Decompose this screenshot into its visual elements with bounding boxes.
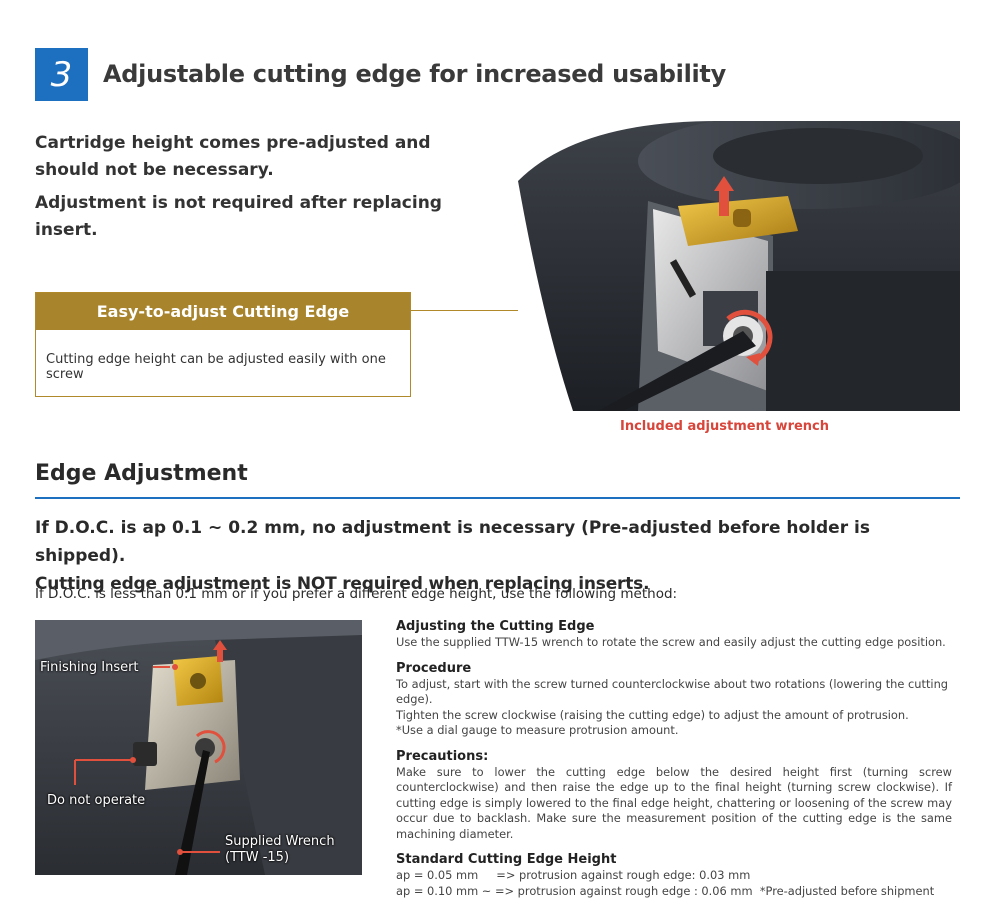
precautions-text: Make sure to lower the cutting edge belo… bbox=[396, 764, 952, 841]
adjustment-details: Adjusting the Cutting Edge Use the suppl… bbox=[396, 618, 952, 908]
standard-height-title: Standard Cutting Edge Height bbox=[396, 852, 617, 867]
procedure-title: Procedure bbox=[396, 660, 472, 676]
callout-title: Easy-to-adjust Cutting Edge bbox=[36, 293, 410, 330]
procedure-block: Procedure To adjust, start with the scre… bbox=[396, 660, 952, 739]
section-title: Edge Adjustment bbox=[35, 461, 248, 486]
adjusting-text: Use the supplied TTW-15 wrench to rotate… bbox=[396, 635, 946, 649]
standard-height-row-1: ap = 0.05 mm => protrusion against rough… bbox=[396, 868, 751, 882]
label-wrench-line-2: (TTW -15) bbox=[225, 850, 290, 865]
label-do-not-operate: Do not operate bbox=[47, 793, 146, 808]
intro-text: Cartridge height comes pre-adjusted and … bbox=[35, 130, 465, 244]
procedure-step-1: To adjust, start with the screw turned c… bbox=[396, 676, 949, 707]
adjusting-block: Adjusting the Cutting Edge Use the suppl… bbox=[396, 618, 952, 651]
precautions-block: Precautions: Make sure to lower the cutt… bbox=[396, 748, 952, 843]
page-title: Adjustable cutting edge for increased us… bbox=[103, 60, 726, 88]
label-wrench-line-1: Supplied Wrench bbox=[225, 834, 335, 849]
procedure-step-2: Tighten the screw clockwise (raising the… bbox=[396, 707, 909, 722]
callout-body: Cutting edge height can be adjusted easi… bbox=[46, 352, 386, 382]
precautions-title: Precautions: bbox=[396, 748, 489, 764]
lead-line-2: Cutting edge adjustment is NOT required … bbox=[35, 574, 650, 594]
standard-height-block: Standard Cutting Edge Height ap = 0.05 m… bbox=[396, 851, 952, 899]
section-divider bbox=[35, 497, 960, 499]
callout-box: Easy-to-adjust Cutting Edge Cutting edge… bbox=[35, 292, 411, 397]
cutter-photo bbox=[518, 121, 960, 411]
cutter-illustration bbox=[518, 121, 960, 411]
intro-line-2: Adjustment is not required after replaci… bbox=[35, 193, 442, 240]
intro-line-1: Cartridge height comes pre-adjusted and … bbox=[35, 133, 431, 180]
adjustment-illustration bbox=[35, 620, 362, 875]
label-supplied-wrench: Supplied Wrench (TTW -15) bbox=[225, 834, 335, 866]
lead-text: If D.O.C. is ap 0.1 ~ 0.2 mm, no adjustm… bbox=[35, 514, 965, 598]
procedure-note: *Use a dial gauge to measure protrusion … bbox=[396, 723, 679, 737]
lead-line-1: If D.O.C. is ap 0.1 ~ 0.2 mm, no adjustm… bbox=[35, 518, 870, 566]
method-note: If D.O.C. is less than 0.1 mm or if you … bbox=[35, 586, 678, 602]
section-number-badge: 3 bbox=[35, 48, 88, 101]
photo-caption: Included adjustment wrench bbox=[620, 419, 830, 434]
adjusting-title: Adjusting the Cutting Edge bbox=[396, 619, 595, 634]
adjustment-photo: Finishing Insert Do not operate Supplied… bbox=[35, 620, 362, 875]
standard-height-row-2: ap = 0.10 mm ~ => protrusion against rou… bbox=[396, 883, 935, 898]
label-finishing-insert: Finishing Insert bbox=[40, 660, 139, 675]
